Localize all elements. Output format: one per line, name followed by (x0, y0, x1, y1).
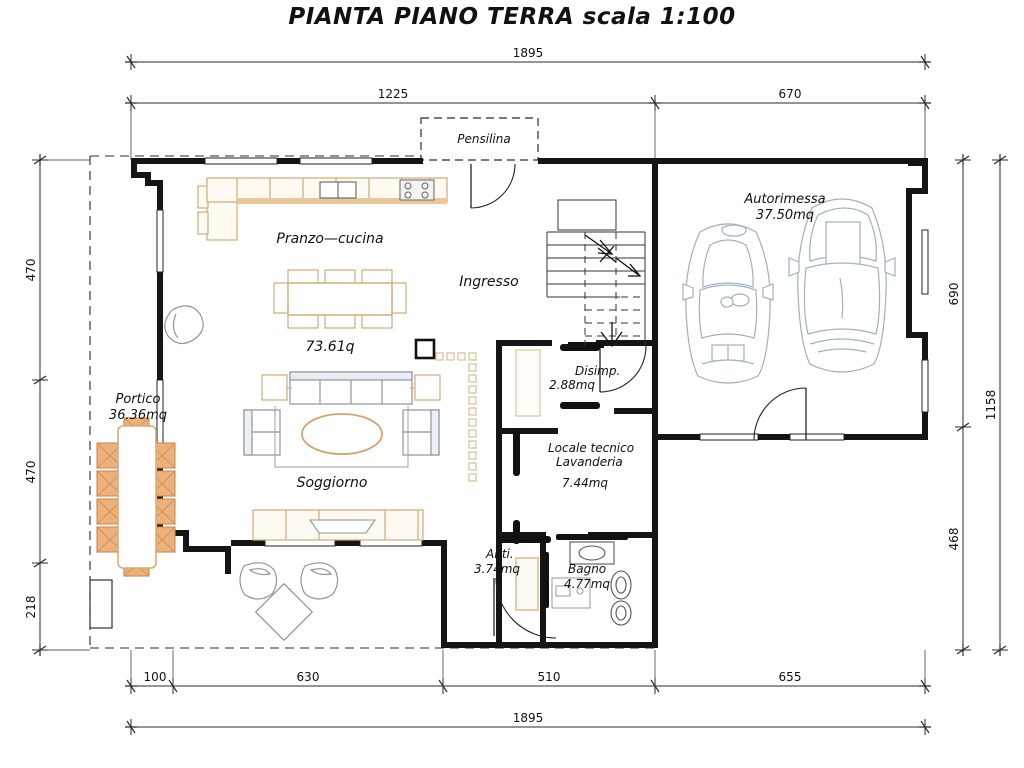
portico-table (117, 425, 157, 569)
label-disimp: Disimp. (575, 364, 620, 378)
outdoor-lounge (239, 562, 339, 642)
coffee-table (301, 413, 383, 455)
page-title: PIANTA PIANO TERRA scala 1:100 (288, 4, 736, 30)
dim-bottom-outer-label: 1895 (513, 711, 544, 725)
accent-chair (164, 305, 204, 345)
dim-bottom-outer (125, 719, 931, 735)
dim-left-218-label: 218 (24, 596, 38, 619)
dim-bottom-inner (125, 650, 931, 694)
dim-right-outer-label: 1158 (984, 390, 998, 421)
tall-cabinet (515, 557, 539, 611)
doors (470, 163, 807, 639)
dim-right-690-label: 690 (947, 283, 961, 306)
label-disimp-area: 2.88mq (549, 378, 595, 392)
column (414, 338, 436, 360)
dim-top-inner (125, 95, 931, 160)
label-lavanderia-area: 7.44mq (562, 476, 608, 490)
dim-bottom-100-label: 100 (144, 670, 167, 684)
dim-bottom-510-label: 510 (538, 670, 561, 684)
label-soggiorno: Soggiorno (297, 475, 368, 491)
partition-screen (435, 352, 477, 482)
dim-top-outer-label: 1895 (513, 46, 544, 60)
label-anti: Anti. (485, 547, 514, 561)
staircase (546, 199, 646, 348)
dim-right-468-label: 468 (947, 528, 961, 551)
dim-left (32, 154, 90, 656)
label-locale-tecnico: Locale tecnico (548, 441, 634, 455)
portico-furniture (96, 417, 176, 577)
car-left (682, 223, 774, 384)
dim-top-670-label: 670 (779, 87, 802, 101)
dim-left-470b-label: 470 (24, 461, 38, 484)
appliances (551, 577, 591, 609)
living-room-furniture (243, 371, 441, 468)
label-autorimessa-area: 37.50mq (756, 208, 814, 223)
kitchen-cooktop-icon (399, 179, 435, 201)
exterior-step (89, 579, 113, 629)
sideboard-bowl (308, 519, 377, 534)
dim-bottom-630-label: 630 (297, 670, 320, 684)
thresholds (497, 342, 628, 608)
label-pranzo-cucina-area: 73.61q (306, 339, 355, 355)
bathroom-fixtures (569, 541, 632, 626)
storage-cabinet (515, 349, 541, 417)
dining-table-set (273, 269, 407, 329)
label-bagno-area: 4.77mq (564, 577, 610, 591)
dim-top-outer (125, 54, 931, 70)
dim-right-outer (992, 154, 1008, 656)
kitchen-sink-icon (319, 181, 357, 199)
label-ingresso: Ingresso (459, 274, 518, 290)
label-autorimessa: Autorimessa (743, 192, 825, 207)
car-right (788, 198, 896, 373)
label-portico: Portico (116, 392, 161, 407)
label-portico-area: 36.36mq (109, 408, 167, 423)
label-bagno: Bagno (568, 562, 606, 576)
label-lavanderia: Lavanderia (556, 455, 623, 469)
dim-bottom-655-label: 655 (779, 670, 802, 684)
dim-right-inner (955, 154, 971, 656)
room-labels: Pranzo—cucina 73.61q Ingresso Soggiorno … (109, 132, 826, 591)
label-pranzo-cucina: Pranzo—cucina (276, 231, 383, 247)
dimension-lines (32, 54, 1008, 735)
dimension-labels: 1895 1225 670 100 630 510 655 1895 470 4… (24, 46, 998, 725)
label-anti-area: 3.74mq (474, 562, 520, 576)
label-pensilina: Pensilina (457, 132, 510, 146)
dim-top-1225-label: 1225 (378, 87, 409, 101)
pensilina-canopy (420, 117, 539, 161)
dim-left-470a-label: 470 (24, 259, 38, 282)
